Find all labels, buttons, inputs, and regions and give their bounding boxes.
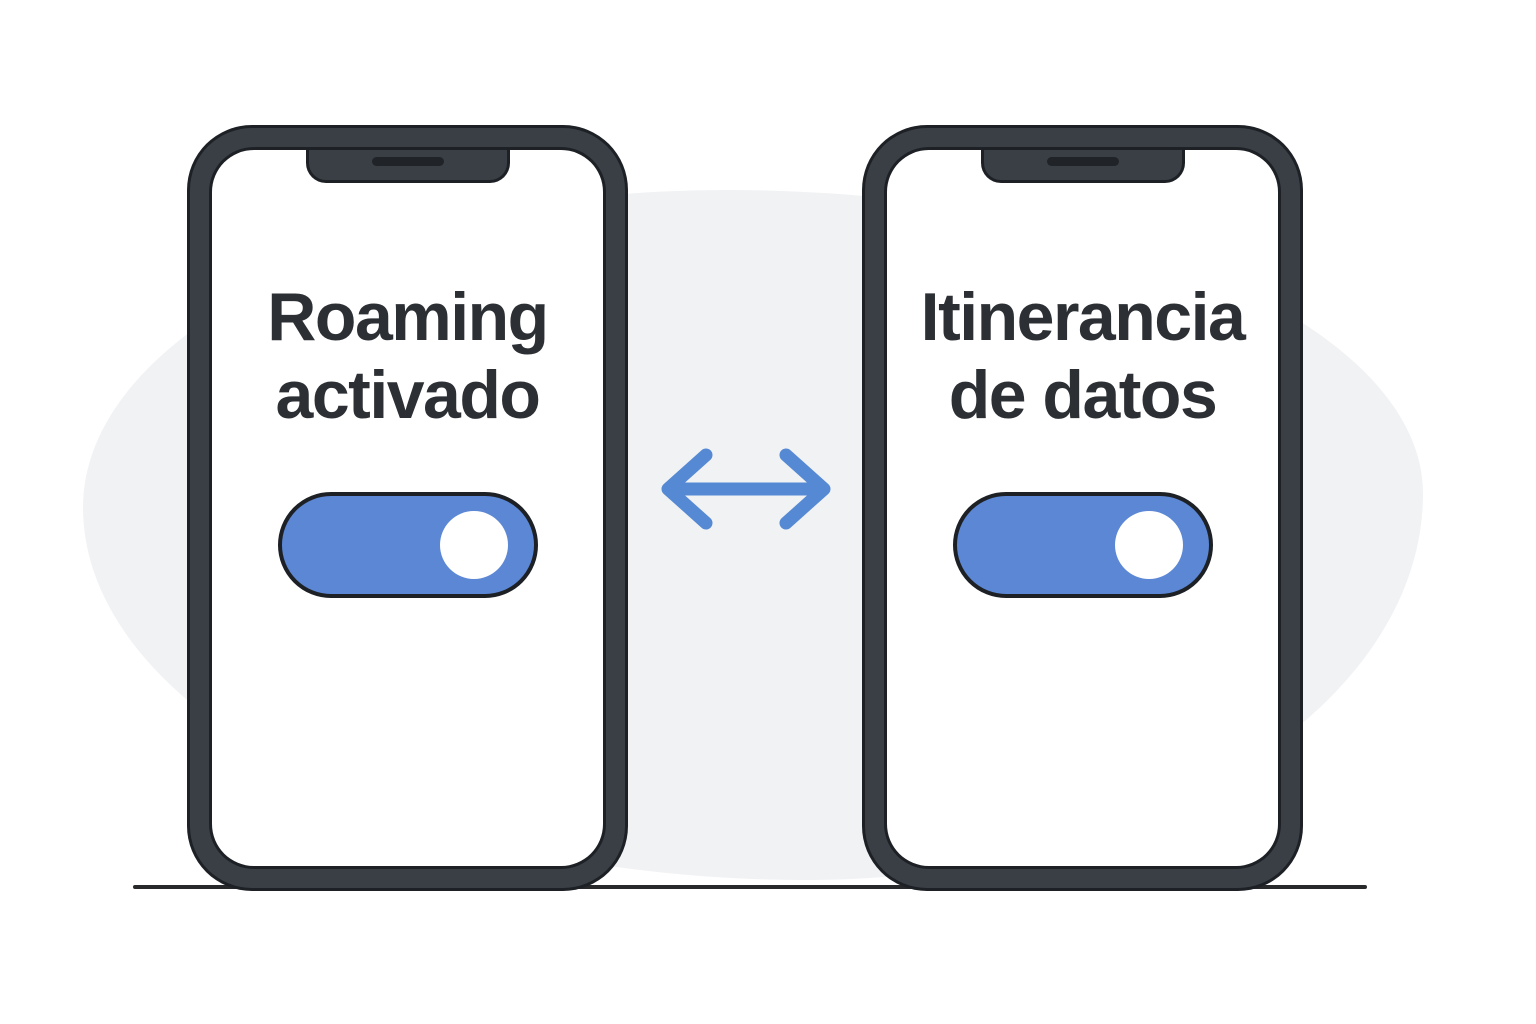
speaker-slot-icon — [371, 157, 444, 166]
phone-right-label-line1: Itinerancia — [920, 279, 1246, 355]
roaming-toggle-left[interactable] — [277, 492, 538, 598]
ground-line — [133, 885, 1367, 889]
phone-notch — [305, 150, 510, 183]
phone-left-label-line2: activado — [275, 357, 541, 433]
phone-notch — [980, 150, 1185, 183]
phone-right-label: Itinerancia de datos — [887, 278, 1278, 434]
phone-right-screen: Itinerancia de datos — [887, 150, 1278, 866]
phone-left-label-line1: Roaming — [267, 279, 549, 355]
double-horizontal-arrow-icon — [656, 444, 836, 534]
phone-left-label: Roaming activado — [212, 278, 603, 434]
roaming-toggle-right[interactable] — [952, 492, 1213, 598]
phone-right: Itinerancia de datos — [865, 128, 1300, 888]
toggle-knob — [439, 511, 508, 579]
phone-left: Roaming activado — [190, 128, 625, 888]
speaker-slot-icon — [1046, 157, 1119, 166]
phone-right-label-line2: de datos — [948, 357, 1218, 433]
toggle-knob — [1114, 511, 1183, 579]
phone-left-screen: Roaming activado — [212, 150, 603, 866]
